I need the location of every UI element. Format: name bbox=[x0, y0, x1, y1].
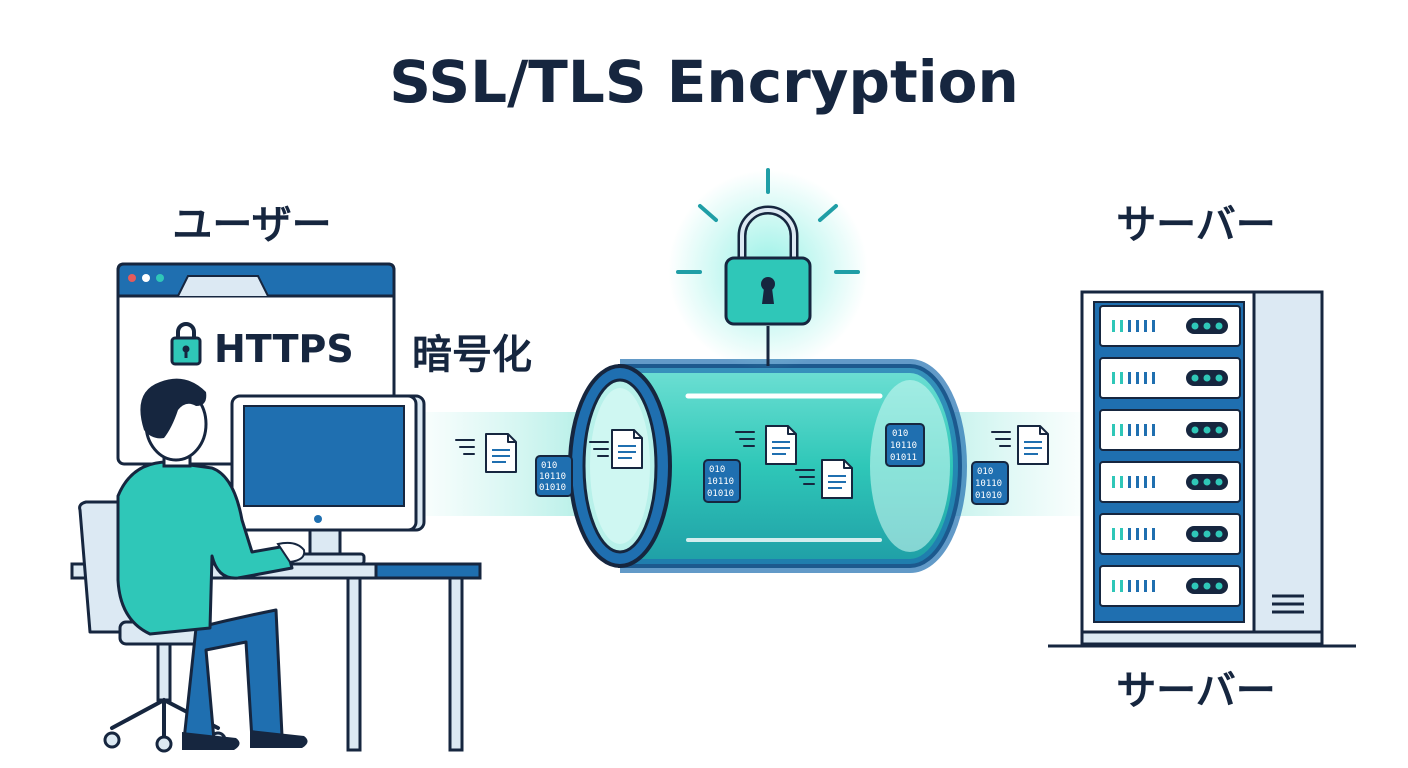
padlock-icon bbox=[668, 168, 868, 370]
vent-bar bbox=[1128, 528, 1131, 540]
window-dot-red bbox=[128, 274, 136, 282]
status-led bbox=[1191, 322, 1199, 330]
vent-bar bbox=[1136, 424, 1139, 436]
diagram-title: SSL/TLS Encryption bbox=[389, 48, 1019, 116]
data-packets: 010 10110 01010 010 10110 01010 010 1011… bbox=[455, 423, 1049, 505]
status-led bbox=[1203, 426, 1211, 434]
vent-bar bbox=[1144, 476, 1147, 488]
server-rack-icon bbox=[1048, 290, 1356, 648]
document-icon bbox=[485, 433, 517, 473]
vent-bar bbox=[1152, 424, 1155, 436]
status-led bbox=[1215, 582, 1223, 590]
status-led bbox=[1191, 530, 1199, 538]
vent-bar bbox=[1128, 580, 1131, 592]
vent-bar bbox=[1120, 528, 1123, 540]
vent-bar bbox=[1152, 580, 1155, 592]
status-led bbox=[1203, 478, 1211, 486]
binary-line: 010 bbox=[977, 467, 993, 477]
https-address: HTTPS bbox=[214, 327, 354, 371]
vent-bar bbox=[1112, 372, 1115, 384]
binary-line: 010 bbox=[709, 465, 725, 475]
window-dot-teal bbox=[156, 274, 164, 282]
status-led bbox=[1215, 322, 1223, 330]
binary-line: 010 bbox=[892, 429, 908, 439]
binary-packet-icon: 010 10110 01010 bbox=[535, 455, 573, 497]
vent-bar bbox=[1152, 372, 1155, 384]
vent-bar bbox=[1136, 580, 1139, 592]
vent-bar bbox=[1128, 372, 1131, 384]
window-dot-white bbox=[142, 274, 150, 282]
status-led bbox=[1203, 530, 1211, 538]
vent-bar bbox=[1144, 528, 1147, 540]
status-led bbox=[1203, 374, 1211, 382]
vent-bar bbox=[1152, 320, 1155, 332]
binary-packet-icon: 010 10110 01010 bbox=[971, 461, 1009, 505]
binary-line: 01010 bbox=[975, 491, 1002, 501]
vent-bar bbox=[1120, 320, 1123, 332]
server-units bbox=[1099, 305, 1241, 607]
status-led bbox=[1191, 582, 1199, 590]
vent-bar bbox=[1136, 372, 1139, 384]
server-unit bbox=[1099, 513, 1241, 555]
vent-bar bbox=[1112, 476, 1115, 488]
status-led bbox=[1191, 426, 1199, 434]
server-unit bbox=[1099, 305, 1241, 347]
vent-bar bbox=[1112, 528, 1115, 540]
vent-bar bbox=[1128, 424, 1131, 436]
vent-bar bbox=[1120, 580, 1123, 592]
user-person bbox=[116, 378, 308, 750]
user-label: ユーザー bbox=[172, 202, 331, 248]
binary-packet-icon: 010 10110 01010 bbox=[703, 459, 741, 503]
status-led bbox=[1203, 322, 1211, 330]
document-icon bbox=[611, 429, 643, 469]
status-led bbox=[1215, 478, 1223, 486]
document-icon bbox=[1017, 425, 1049, 465]
vent-bar bbox=[1136, 528, 1139, 540]
status-led bbox=[1191, 374, 1199, 382]
vent-bar bbox=[1128, 476, 1131, 488]
vent-bar bbox=[1112, 580, 1115, 592]
status-led bbox=[1215, 530, 1223, 538]
document-icon bbox=[765, 425, 797, 465]
server-unit bbox=[1099, 461, 1241, 503]
browser-tab[interactable] bbox=[177, 275, 269, 297]
binary-line: 10110 bbox=[539, 472, 566, 482]
vent-bar bbox=[1136, 320, 1139, 332]
encryption-label: 暗号化 bbox=[412, 332, 532, 378]
binary-line: 01010 bbox=[539, 483, 566, 493]
vent-bar bbox=[1144, 580, 1147, 592]
vent-bar bbox=[1144, 320, 1147, 332]
vent-bar bbox=[1120, 372, 1123, 384]
status-led bbox=[1215, 426, 1223, 434]
document-icon bbox=[821, 459, 853, 499]
binary-line: 010 bbox=[541, 461, 557, 471]
vent-bar bbox=[1144, 372, 1147, 384]
vent-bar bbox=[1112, 424, 1115, 436]
vent-bar bbox=[1152, 528, 1155, 540]
binary-packet-icon: 010 10110 01011 bbox=[885, 423, 925, 467]
vent-bar bbox=[1144, 424, 1147, 436]
server-unit bbox=[1099, 357, 1241, 399]
vent-bar bbox=[1120, 424, 1123, 436]
server-label-top: サーバー bbox=[1116, 202, 1276, 248]
vent-bar bbox=[1152, 476, 1155, 488]
binary-line: 10110 bbox=[707, 477, 734, 487]
status-led bbox=[1191, 478, 1199, 486]
server-unit bbox=[1099, 565, 1241, 607]
lock-icon bbox=[170, 322, 202, 366]
binary-line: 01011 bbox=[890, 453, 917, 463]
vent-bar bbox=[1136, 476, 1139, 488]
vent-bar bbox=[1120, 476, 1123, 488]
monitor-icon bbox=[230, 394, 426, 566]
server-label-bottom: サーバー bbox=[1116, 668, 1276, 714]
vent-bar bbox=[1128, 320, 1131, 332]
binary-line: 10110 bbox=[890, 441, 917, 451]
server-unit bbox=[1099, 409, 1241, 451]
status-led bbox=[1215, 374, 1223, 382]
binary-line: 10110 bbox=[975, 479, 1002, 489]
binary-line: 01010 bbox=[707, 489, 734, 499]
status-led bbox=[1203, 582, 1211, 590]
vent-bar bbox=[1112, 320, 1115, 332]
